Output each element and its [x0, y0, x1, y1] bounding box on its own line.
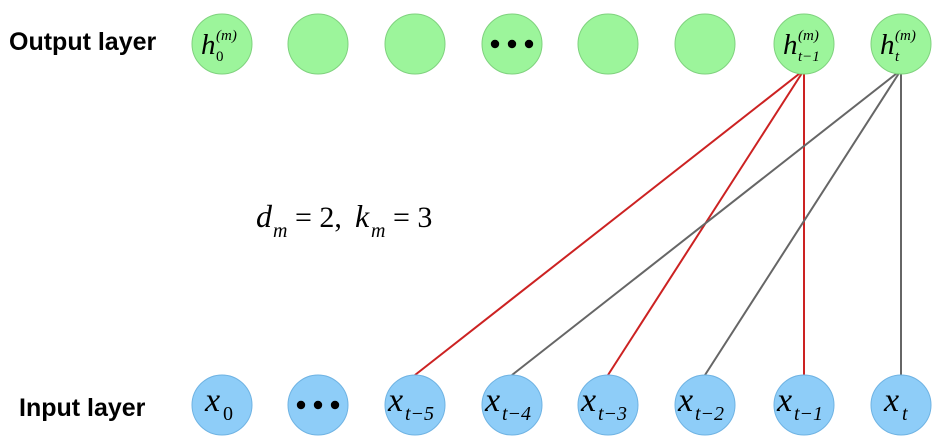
output-layer-label: Output layer	[9, 28, 157, 56]
output-node-0-symbol: h	[201, 29, 216, 61]
equation-d: d	[256, 198, 273, 234]
dilation-kernel-equation: d m = 2, k m = 3	[256, 198, 432, 242]
output-node-3-ellipsis-dot-2	[524, 39, 534, 49]
input-layer-label: Input layer	[19, 394, 146, 422]
output-node-6-superscript: (m)	[798, 28, 819, 44]
output-node-4	[577, 13, 639, 75]
output-node-7	[870, 13, 932, 75]
equation-d-subscript: m	[273, 220, 287, 242]
output-node-0-subscript: 0	[216, 49, 224, 65]
output-node-6	[773, 13, 835, 75]
output-node-3-ellipsis-dot-1	[507, 39, 517, 49]
output-node-3-ellipsis-dot-0	[490, 39, 500, 49]
output-node-5	[674, 13, 736, 75]
output-node-0	[191, 13, 253, 75]
output-node-7-symbol: h	[880, 29, 895, 61]
input-node-6	[773, 374, 835, 436]
connection-line-3	[511, 69, 902, 376]
connection-lines	[414, 69, 902, 376]
input-node-7-subscript: t	[902, 403, 908, 425]
input-node-2	[384, 374, 446, 436]
output-node-2	[384, 13, 446, 75]
input-node-1-ellipsis-dot-1	[313, 400, 323, 410]
output-node-0-superscript: (m)	[216, 28, 237, 44]
output-node-6-symbol: h	[783, 29, 798, 61]
input-node-5	[674, 374, 736, 436]
input-node-4-subscript: t−3	[598, 403, 627, 425]
input-node-4-symbol: x	[580, 382, 596, 419]
connection-line-0	[414, 69, 805, 376]
output-node-7-superscript: (m)	[895, 28, 916, 44]
input-node-3-subscript: t−4	[502, 403, 531, 425]
input-node-3	[481, 374, 543, 436]
input-node-5-symbol: x	[677, 382, 693, 419]
output-node-6-subscript: t−1	[798, 49, 820, 65]
equation-k-value: = 3	[393, 201, 432, 234]
equation-k-subscript: m	[371, 220, 385, 242]
equation-d-value: = 2,	[295, 201, 342, 234]
output-node-1	[287, 13, 349, 75]
input-node-6-symbol: x	[776, 382, 792, 419]
input-node-0-subscript: 0	[223, 403, 233, 425]
input-node-1-ellipsis-dot-0	[296, 400, 306, 410]
input-node-5-subscript: t−2	[695, 403, 724, 425]
input-node-4	[577, 374, 639, 436]
output-node-7-subscript: t	[895, 49, 900, 65]
equation-k: k	[355, 198, 370, 234]
input-node-2-subscript: t−5	[405, 403, 434, 425]
input-node-1-ellipsis-dot-2	[330, 400, 340, 410]
input-node-7	[870, 374, 932, 436]
input-node-2-symbol: x	[387, 382, 403, 419]
connection-line-4	[704, 69, 902, 376]
input-node-6-subscript: t−1	[794, 403, 823, 425]
input-node-0	[191, 374, 253, 436]
input-node-3-symbol: x	[484, 382, 500, 419]
input-node-7-symbol: x	[883, 382, 899, 419]
input-node-0-symbol: x	[204, 382, 220, 419]
